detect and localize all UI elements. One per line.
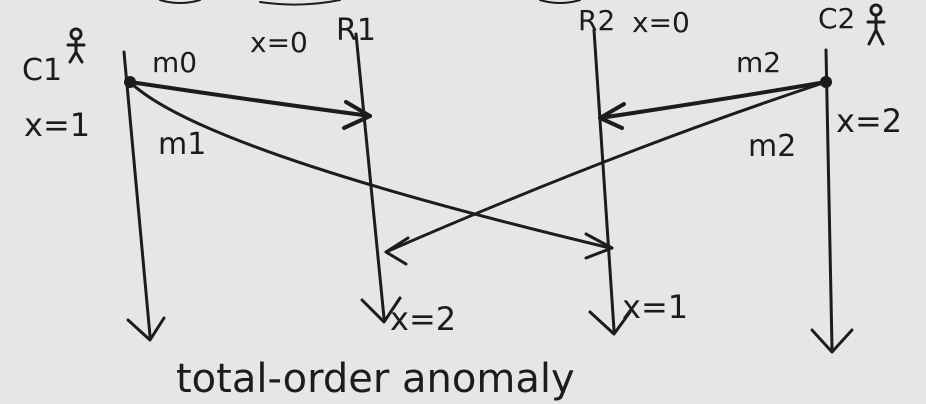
message-m1-label: m1: [158, 127, 206, 162]
client-1-label: C1: [22, 53, 62, 88]
replica-2-final-label: x=1: [622, 288, 688, 326]
replica-1-initial-label: x=0: [250, 26, 308, 59]
message-m0-label: m0: [152, 46, 197, 79]
message-m0-c1-to-r1: [128, 80, 372, 118]
replica-2-timeline-arrowhead: [588, 310, 632, 336]
replica-1-timeline-arrowhead: [360, 296, 402, 324]
message-m0-arrowhead: [342, 100, 372, 130]
client-2-timeline-arrowhead: [810, 328, 854, 354]
message-m2-r1-arrowhead: [384, 236, 410, 266]
client-2-label: C2: [818, 2, 855, 35]
replica-1-timeline: [354, 32, 386, 320]
client-1-figure-icon: [66, 27, 86, 64]
message-m1-c1-to-r2: [128, 80, 612, 250]
message-m2-c2-to-r2: [598, 80, 828, 120]
client-2-figure-icon: [866, 3, 886, 46]
client-1-timeline: [122, 50, 152, 338]
message-m2-c2-to-r1: [384, 80, 828, 254]
message-m1-arrowhead: [584, 232, 614, 260]
message-m2-r2-arrowhead: [598, 102, 626, 130]
replica-1-final-label: x=2: [390, 300, 456, 338]
replica-1-label: R1: [336, 13, 376, 48]
client-2-value-label: x=2: [836, 102, 902, 140]
replica-2-initial-label: x=0: [632, 6, 690, 39]
client-2-timeline: [824, 48, 834, 350]
top-edge-scribble: [159, 0, 581, 6]
diagram-caption: total-order anomaly: [176, 356, 575, 402]
replica-2-timeline: [592, 28, 616, 332]
client-1-value-label: x=1: [24, 106, 90, 144]
replica-2-label: R2: [578, 4, 615, 37]
message-m2-label-upper: m2: [736, 46, 781, 79]
message-m2-label-lower: m2: [748, 129, 796, 164]
client-1-timeline-arrowhead: [126, 316, 166, 342]
